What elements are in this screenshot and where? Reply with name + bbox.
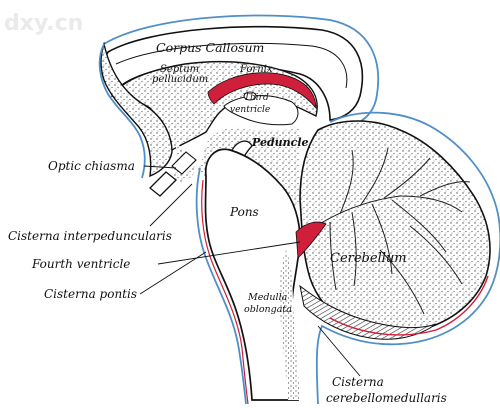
cerebellum-red-rim — [329, 275, 489, 336]
label-cisterna-pontis: Cisterna pontis — [44, 287, 137, 301]
third-ventricle-area — [223, 95, 299, 126]
lateral-ventricle-red — [207, 72, 317, 110]
brainstem-red-line — [201, 179, 249, 405]
watermark-text: dxy.cn — [4, 11, 83, 36]
label-fourth-ventricle: Fourth ventricle — [31, 257, 130, 271]
label-fornix: Fornix — [239, 64, 273, 75]
outer-blue-outline — [103, 14, 380, 129]
label-cisterna-cm-1: Cisterna — [332, 375, 384, 389]
label-cerebellum: Cerebellum — [330, 251, 407, 266]
left-blue-contour — [98, 43, 146, 179]
medulla-stipple — [279, 250, 300, 400]
leader-cisterna-pontis — [139, 251, 207, 295]
label-septum-2: pellucidum — [152, 74, 208, 85]
cerebellum-body — [299, 120, 491, 334]
leader-optic-chiasma — [143, 165, 177, 169]
cisterna-cerebellomedullaris-region — [299, 284, 437, 340]
label-cisterna-interpeduncularis: Cisterna interpeduncularis — [8, 229, 172, 243]
cerebellum-blue-outline — [315, 111, 500, 405]
label-peduncle: Peduncle — [251, 136, 309, 149]
label-corpus-callosum: Corpus Callosum — [156, 40, 264, 55]
label-cisterna-cm-2: cerebellomedullaris — [326, 391, 447, 405]
arbor-vitae — [309, 147, 471, 315]
label-third-1: Third — [244, 93, 269, 103]
optic-chiasma-shape — [149, 171, 177, 197]
label-optic-chiasma: Optic chiasma — [48, 159, 135, 173]
label-medulla-2: oblongata — [244, 304, 292, 315]
leader-cisterna-interpeduncularis — [149, 183, 193, 227]
leader-lines — [139, 165, 361, 377]
optic-chiasma-shape-2 — [171, 151, 197, 175]
label-septum-1: Septum — [160, 64, 199, 75]
label-medulla-1: Medulla — [247, 292, 288, 303]
leader-cisterna-cm — [317, 325, 361, 377]
brainstem-blue-outline — [195, 167, 247, 405]
leader-fourth-ventricle — [157, 241, 301, 265]
label-third-2: ventricle — [230, 105, 270, 115]
corpus-callosum-inner-line — [115, 42, 348, 89]
hypothalamus-region — [100, 41, 173, 178]
fourth-ventricle-red — [295, 221, 327, 259]
label-pons: Pons — [229, 205, 259, 219]
massa-intermedia — [243, 91, 257, 101]
